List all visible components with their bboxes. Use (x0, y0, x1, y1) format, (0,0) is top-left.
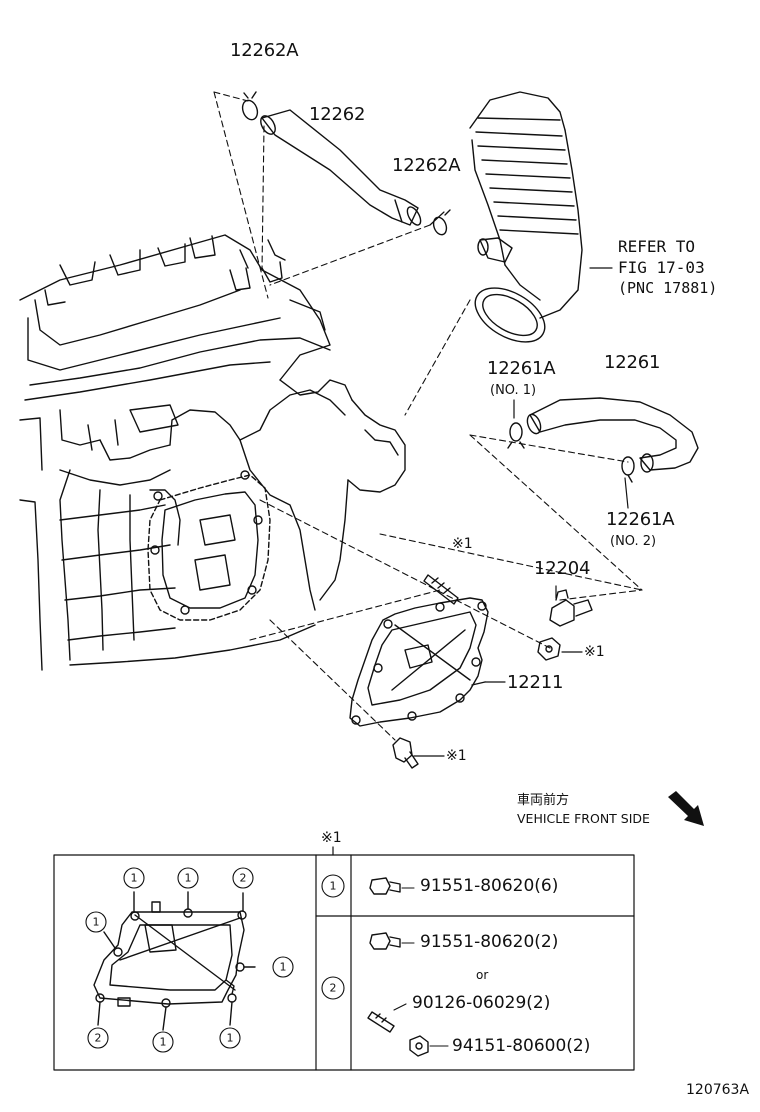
clamp-12261A-no1 (507, 422, 525, 449)
label-leaders (413, 211, 629, 757)
key-2-text: 2 (330, 982, 337, 995)
legend-leaders (393, 887, 449, 1047)
label-12204: 12204 (534, 558, 591, 579)
pcv-valve-12204 (549, 589, 593, 627)
callout-1f (219, 1027, 241, 1049)
label-12261: 12261 (604, 352, 661, 373)
legend-header-mark: ※1 (321, 830, 342, 846)
callout-text: 1 (280, 961, 287, 974)
callout-text: 1 (93, 916, 100, 929)
legend-stud (367, 1011, 395, 1033)
legend-part-91551-80620-6: 91551-80620(6) (420, 876, 559, 896)
label-12211: 12211 (507, 672, 564, 693)
clamp-12262A-top (241, 91, 259, 121)
legend-part-94151-80600-2: 94151-80600(2) (452, 1036, 591, 1056)
clamp-12261A-no2 (621, 456, 635, 483)
label-bolt-mark: ※1 (446, 748, 467, 764)
callout-1d (272, 956, 294, 978)
legend-nut (409, 1035, 429, 1057)
direction-en: VEHICLE FRONT SIDE (517, 811, 650, 826)
callout-1c (85, 911, 107, 933)
refer-line1: REFER TO (618, 237, 696, 256)
callout-1e (152, 1031, 174, 1053)
refer-line2: FIG 17-03 (618, 258, 705, 277)
flange-bolt (392, 737, 419, 769)
label-12262A-top: 12262A (230, 40, 299, 61)
key-1-circle (321, 874, 345, 898)
hose-12262 (260, 109, 422, 226)
legend-cover-outline (93, 891, 256, 1031)
legend-table (53, 846, 635, 1071)
callout-text: 2 (240, 872, 247, 885)
hose-12261 (526, 397, 699, 473)
legend-callouts (85, 867, 345, 1053)
legend-bolt-1 (369, 877, 401, 895)
callout-1b (177, 867, 199, 889)
key-2-circle (321, 976, 345, 1000)
callout-2a (232, 867, 254, 889)
legend-or: or (476, 968, 489, 982)
label-nut-mark: ※1 (584, 644, 605, 660)
label-12262A-mid: 12262A (392, 155, 461, 176)
callout-text: 2 (95, 1032, 102, 1045)
callout-text: 1 (160, 1036, 167, 1049)
legend-bolt-2 (369, 932, 401, 950)
figure-id: 120763A (686, 1082, 750, 1098)
label-stud-mark: ※1 (452, 536, 473, 552)
label-12261A-no2: 12261A (606, 509, 675, 530)
callout-2b (87, 1027, 109, 1049)
key-1-text: 1 (330, 880, 337, 893)
stud-bolt (423, 574, 459, 605)
refer-line3: (PNC 17881) (618, 279, 718, 297)
label-12261A-no1-note: (NO. 1) (490, 383, 537, 398)
legend-part-91551-80620-2: 91551-80620(2) (420, 932, 559, 952)
legend-part-90126-06029-2: 90126-06029(2) (412, 993, 551, 1013)
cover-12211 (349, 597, 489, 727)
callout-text: 1 (131, 872, 138, 885)
label-12262: 12262 (309, 104, 366, 125)
label-12261A-no1: 12261A (487, 358, 556, 379)
callout-1a (123, 867, 145, 889)
callout-text: 1 (185, 872, 192, 885)
intake-bellows (469, 91, 583, 343)
label-12261A-no2-note: (NO. 2) (610, 534, 657, 549)
vehicle-front-arrow-icon (668, 791, 704, 826)
leader-lines (213, 91, 643, 741)
nut (537, 637, 561, 661)
clamp-12262A-mid (432, 209, 451, 236)
direction-jp: 車両前方 (517, 793, 570, 808)
engine-block (19, 234, 406, 671)
callout-text: 1 (227, 1032, 234, 1045)
